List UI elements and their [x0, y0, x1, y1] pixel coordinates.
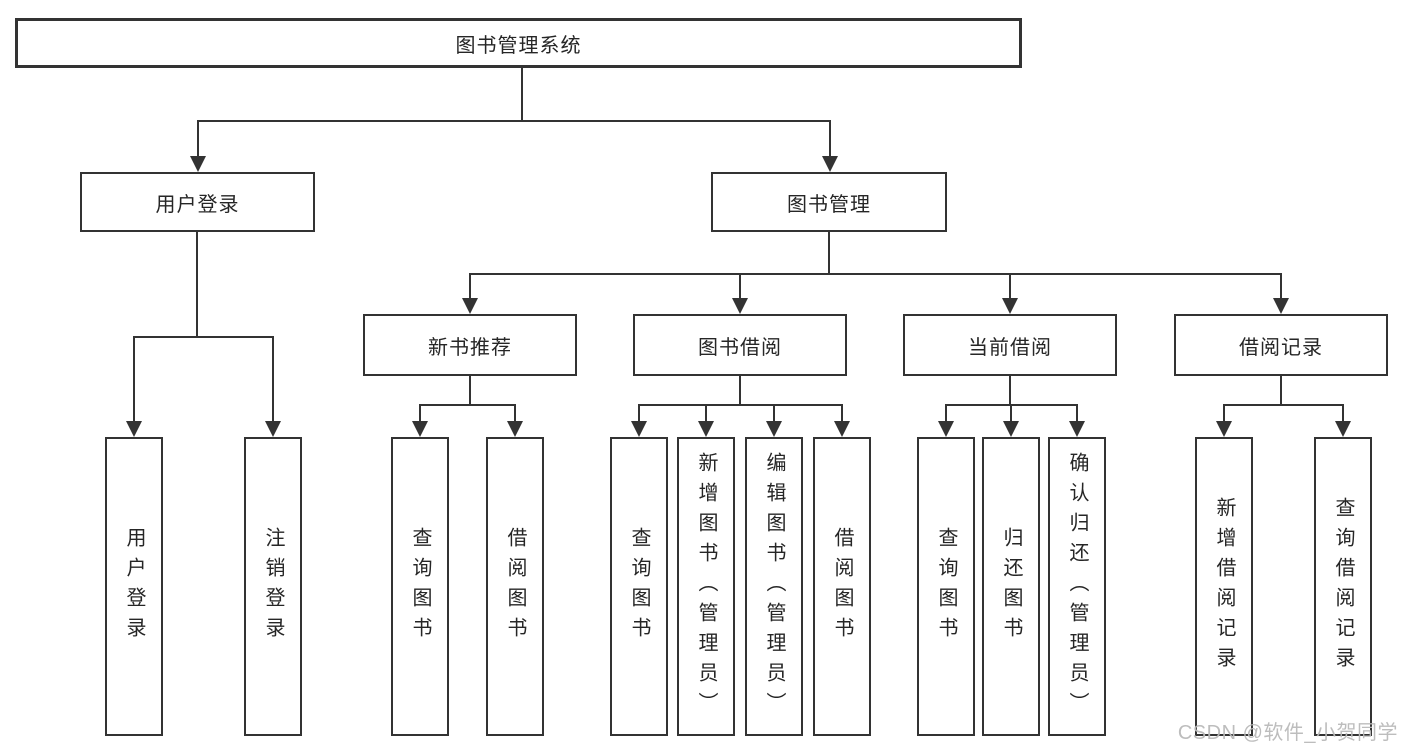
connector-line	[739, 273, 741, 300]
leaf-borrowing-borrow-books: 借阅图书	[813, 437, 871, 736]
connector-line	[469, 376, 471, 404]
node-user-login: 用户登录	[80, 172, 315, 232]
csdn-watermark: CSDN @软件_小贺同学	[1177, 722, 1398, 744]
leaf-borrowing-borrow-books-label: 借阅图书	[831, 526, 853, 647]
arrow-down-icon	[822, 156, 838, 172]
arrow-down-icon	[631, 421, 647, 437]
connector-line	[828, 232, 830, 273]
leaf-add-books-admin-label: 新增图书（管理员）	[695, 451, 717, 722]
arrow-down-icon	[462, 298, 478, 314]
leaf-current-query-books-label: 查询图书	[935, 526, 957, 647]
connector-line	[945, 404, 947, 422]
leaf-add-books-admin: 新增图书（管理员）	[677, 437, 735, 736]
arrow-down-icon	[1273, 298, 1289, 314]
node-new-book-recommend-label: 新书推荐	[428, 336, 512, 359]
connector-line	[1342, 404, 1344, 422]
connector-line	[739, 376, 741, 404]
connector-line	[1009, 273, 1011, 300]
node-book-borrowing-label: 图书借阅	[698, 336, 782, 359]
node-book-borrowing: 图书借阅	[633, 314, 847, 376]
connector-line	[1009, 376, 1011, 404]
leaf-logout-label: 注销登录	[262, 526, 284, 647]
leaf-recommend-borrow-books: 借阅图书	[486, 437, 544, 736]
node-borrowing-records-label: 借阅记录	[1239, 336, 1323, 359]
leaf-query-borrow-record: 查询借阅记录	[1314, 437, 1372, 736]
connector-line	[196, 232, 198, 336]
connector-line	[133, 336, 274, 338]
connector-line	[1223, 404, 1225, 422]
connector-line	[521, 68, 523, 120]
leaf-logout: 注销登录	[244, 437, 302, 736]
connector-line	[1280, 376, 1282, 404]
connector-line	[638, 404, 640, 422]
arrow-down-icon	[126, 421, 142, 437]
connector-line	[841, 404, 843, 422]
leaf-borrowing-query-books-label: 查询图书	[628, 526, 650, 647]
connector-line	[197, 120, 831, 122]
leaf-add-borrow-record: 新增借阅记录	[1195, 437, 1253, 736]
node-borrowing-records: 借阅记录	[1174, 314, 1388, 376]
leaf-borrowing-query-books: 查询图书	[610, 437, 668, 736]
connector-line	[272, 336, 274, 423]
arrow-down-icon	[1003, 421, 1019, 437]
leaf-return-books-label: 归还图书	[1000, 526, 1022, 647]
leaf-user-login: 用户登录	[105, 437, 163, 736]
arrow-down-icon	[1002, 298, 1018, 314]
leaf-recommend-borrow-books-label: 借阅图书	[504, 526, 526, 647]
arrow-down-icon	[732, 298, 748, 314]
node-user-login-label: 用户登录	[155, 193, 240, 216]
connector-line	[419, 404, 516, 406]
arrow-down-icon	[1216, 421, 1232, 437]
leaf-current-query-books: 查询图书	[917, 437, 975, 736]
arrow-down-icon	[938, 421, 954, 437]
connector-line	[638, 404, 843, 406]
leaf-user-login-label: 用户登录	[123, 526, 145, 647]
arrow-down-icon	[412, 421, 428, 437]
connector-line	[419, 404, 421, 422]
leaf-confirm-return-admin: 确认归还（管理员）	[1048, 437, 1106, 736]
connector-line	[469, 273, 471, 300]
arrow-down-icon	[1335, 421, 1351, 437]
connector-line	[1076, 404, 1078, 422]
connector-line	[1280, 273, 1282, 300]
arrow-down-icon	[1069, 421, 1085, 437]
arrow-down-icon	[766, 421, 782, 437]
connector-line	[133, 336, 135, 423]
connector-line	[773, 404, 775, 422]
connector-line	[197, 120, 199, 160]
node-book-management: 图书管理	[711, 172, 947, 232]
node-root: 图书管理系统	[15, 18, 1022, 68]
node-new-book-recommend: 新书推荐	[363, 314, 577, 376]
leaf-query-borrow-record-label: 查询借阅记录	[1332, 496, 1354, 677]
leaf-recommend-query-books-label: 查询图书	[409, 526, 431, 647]
connector-line	[705, 404, 707, 422]
arrow-down-icon	[190, 156, 206, 172]
arrow-down-icon	[834, 421, 850, 437]
connector-line	[469, 273, 1282, 275]
leaf-recommend-query-books: 查询图书	[391, 437, 449, 736]
leaf-edit-books-admin: 编辑图书（管理员）	[745, 437, 803, 736]
arrow-down-icon	[265, 421, 281, 437]
leaf-return-books: 归还图书	[982, 437, 1040, 736]
node-book-management-label: 图书管理	[787, 193, 871, 216]
node-current-borrowing: 当前借阅	[903, 314, 1117, 376]
leaf-edit-books-admin-label: 编辑图书（管理员）	[763, 451, 785, 722]
arrow-down-icon	[698, 421, 714, 437]
connector-line	[829, 120, 831, 160]
connector-line	[514, 404, 516, 422]
arrow-down-icon	[507, 421, 523, 437]
node-root-label: 图书管理系统	[455, 34, 582, 57]
leaf-confirm-return-admin-label: 确认归还（管理员）	[1066, 451, 1088, 722]
node-current-borrowing-label: 当前借阅	[968, 336, 1052, 359]
leaf-add-borrow-record-label: 新增借阅记录	[1213, 496, 1235, 677]
connector-line	[1010, 404, 1012, 422]
connector-line	[1223, 404, 1344, 406]
